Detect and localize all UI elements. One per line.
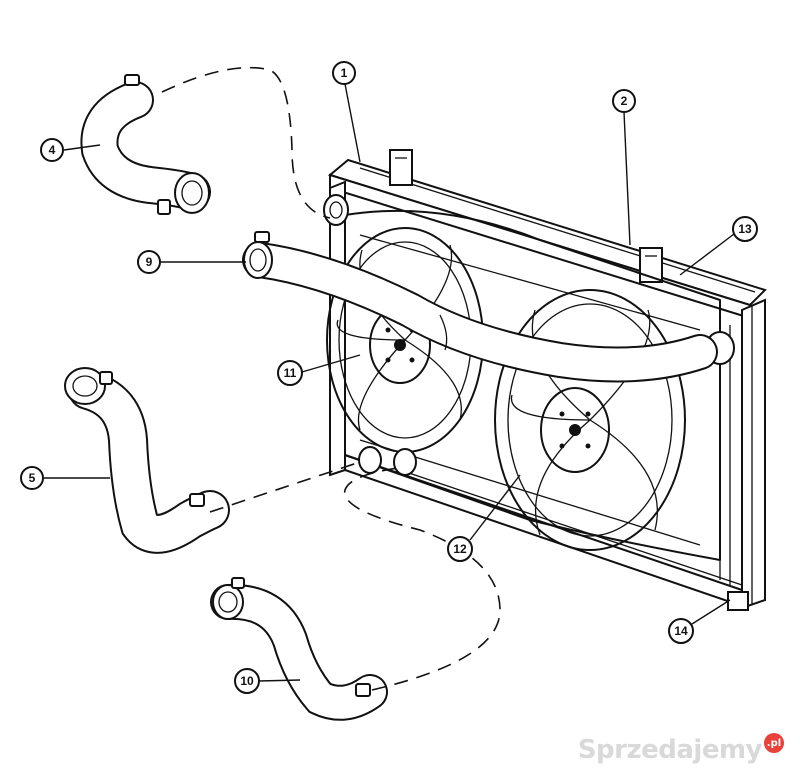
callout-4: 4	[40, 138, 64, 162]
callout-13-label: 13	[738, 222, 752, 236]
hose-5	[64, 367, 230, 554]
callout-9: 9	[137, 250, 161, 274]
right-cooling-fan	[494, 289, 686, 551]
sprzedajemy-watermark: Sprzedajemy .pl	[578, 733, 784, 767]
callout-4-label: 4	[49, 143, 56, 157]
callout-11: 11	[277, 360, 303, 386]
callout-1: 1	[332, 61, 356, 85]
callout-1-label: 1	[341, 66, 348, 80]
callout-12: 12	[447, 536, 473, 562]
callout-5-label: 5	[29, 471, 36, 485]
watermark-badge: .pl	[764, 733, 784, 753]
radiator-frame	[327, 149, 767, 611]
hose-4	[80, 74, 211, 215]
callout-5: 5	[20, 466, 44, 490]
callout-2: 2	[612, 89, 636, 113]
callout-12-label: 12	[453, 542, 467, 556]
watermark-text: Sprzedajemy	[577, 735, 763, 765]
hose-10	[210, 577, 388, 721]
leader-lines	[44, 83, 735, 682]
upper-radiator-hose	[242, 231, 718, 383]
callout-13: 13	[732, 216, 758, 242]
callout-10-label: 10	[240, 674, 254, 688]
callout-10: 10	[234, 668, 260, 694]
callout-14: 14	[668, 618, 694, 644]
callout-2-label: 2	[621, 94, 628, 108]
callout-9-label: 9	[146, 255, 153, 269]
callout-11-label: 11	[284, 366, 297, 380]
callout-14-label: 14	[674, 624, 688, 638]
